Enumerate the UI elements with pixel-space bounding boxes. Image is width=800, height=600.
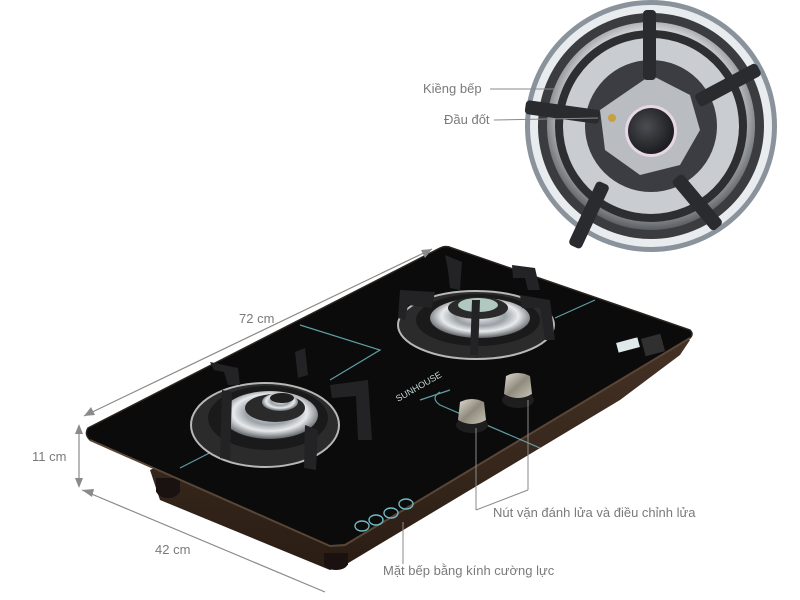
knob-left (456, 399, 488, 433)
control-knobs (456, 373, 534, 433)
length-dimension-line (83, 248, 433, 417)
depth-dimension-label: 42 cm (155, 542, 191, 557)
dimension-lines (75, 248, 433, 593)
glass-top-label: Mặt bếp bằng kính cường lực (383, 563, 555, 578)
grate-label: Kiềng bếp (423, 81, 482, 96)
knobs-label: Nút vặn đánh lửa và điều chỉnh lửa (493, 505, 696, 520)
depth-dimension-line (81, 489, 326, 593)
right-burner (397, 255, 555, 360)
knobs-leader-lines (475, 400, 529, 511)
left-burner (190, 348, 372, 470)
indicator-icons (354, 498, 414, 532)
burner-detail-inset (524, 0, 777, 252)
length-dimension-label: 72 cm (239, 311, 275, 326)
burner-leader-line (493, 117, 599, 121)
burner-head-label: Đầu đốt (444, 112, 490, 127)
stove-body: SUNHOUSE (85, 245, 693, 570)
height-dimension-label: 11 cm (32, 449, 67, 464)
knob-right (502, 373, 534, 408)
